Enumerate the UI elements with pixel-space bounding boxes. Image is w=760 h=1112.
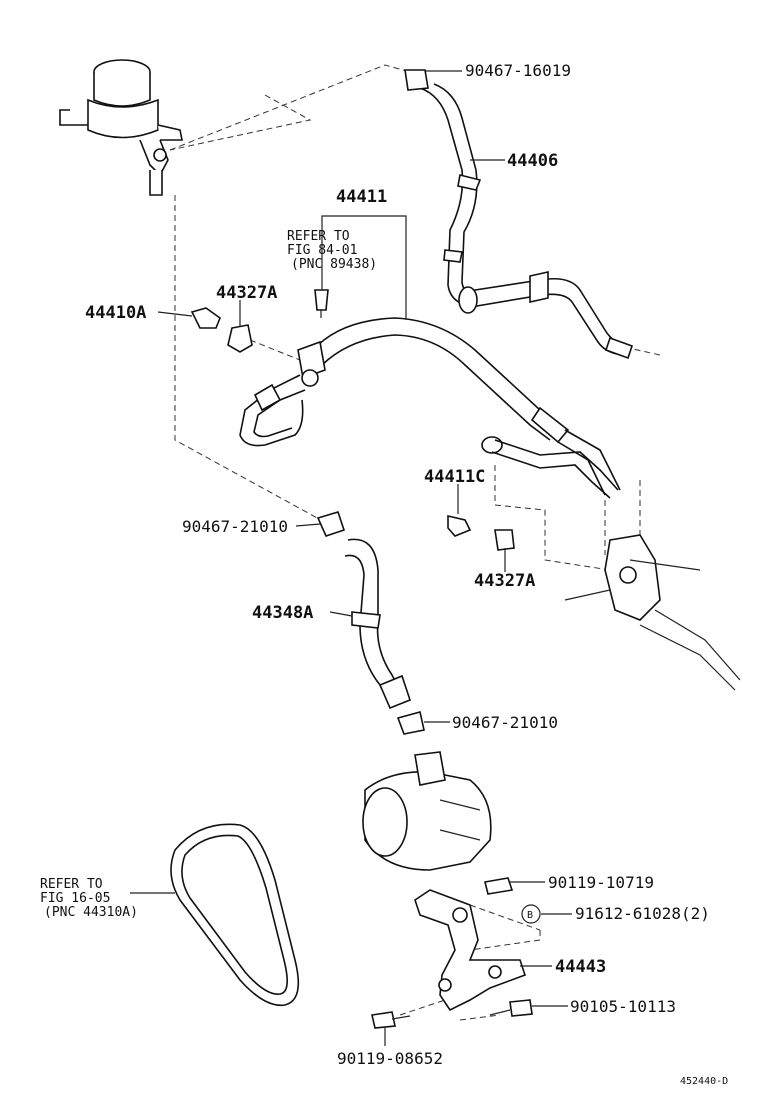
label-pnc-44310A: (PNC 44310A) <box>44 905 138 920</box>
suction-hose-44348A <box>316 511 425 735</box>
label-refer-to-b: REFER TO <box>40 877 103 892</box>
reservoir-tank <box>59 59 183 196</box>
label-90467-16019-top: 90467-16019 <box>465 61 571 80</box>
label-90119-08652: 90119-08652 <box>337 1049 443 1068</box>
steering-gear <box>564 534 741 691</box>
part-labels: 90467-16019 44406 44411 REFER TO FIG 84-… <box>40 61 728 1087</box>
label-refer-to-a: REFER TO <box>287 229 350 244</box>
label-figure-code: 452440-D <box>680 1076 728 1087</box>
label-90467-21010-upper: 90467-21010 <box>182 517 288 536</box>
label-44327A-lower: 44327A <box>474 571 535 591</box>
label-b-marker: B <box>527 910 533 921</box>
label-44411: 44411 <box>336 187 387 207</box>
b-circle-icon <box>521 904 541 924</box>
label-90467-21010-lower: 90467-21010 <box>452 713 558 732</box>
return-hose-44406 <box>404 69 634 360</box>
bolts <box>190 307 533 1029</box>
label-fig-84-01: FIG 84-01 <box>287 243 357 258</box>
label-91612-61028: 91612-61028(2) <box>575 904 710 923</box>
pressure-tube <box>481 436 619 499</box>
label-44411C: 44411C <box>424 467 485 487</box>
pressure-hose-44411 <box>239 289 621 496</box>
leader-lines <box>130 70 572 1046</box>
label-44348A: 44348A <box>252 603 313 623</box>
label-44406: 44406 <box>507 151 558 171</box>
bracket-44443 <box>414 889 527 1012</box>
label-90105-10113: 90105-10113 <box>570 997 676 1016</box>
label-44327A-top: 44327A <box>216 283 277 303</box>
label-44410A: 44410A <box>85 303 146 323</box>
label-pnc-89438: (PNC 89438) <box>291 257 377 272</box>
phantom-lines <box>169 64 661 1021</box>
v-belt <box>170 823 300 1007</box>
label-44443: 44443 <box>555 957 606 977</box>
power-steering-pump <box>362 751 492 871</box>
label-fig-16-05: FIG 16-05 <box>40 891 110 906</box>
label-90119-10719: 90119-10719 <box>548 873 654 892</box>
